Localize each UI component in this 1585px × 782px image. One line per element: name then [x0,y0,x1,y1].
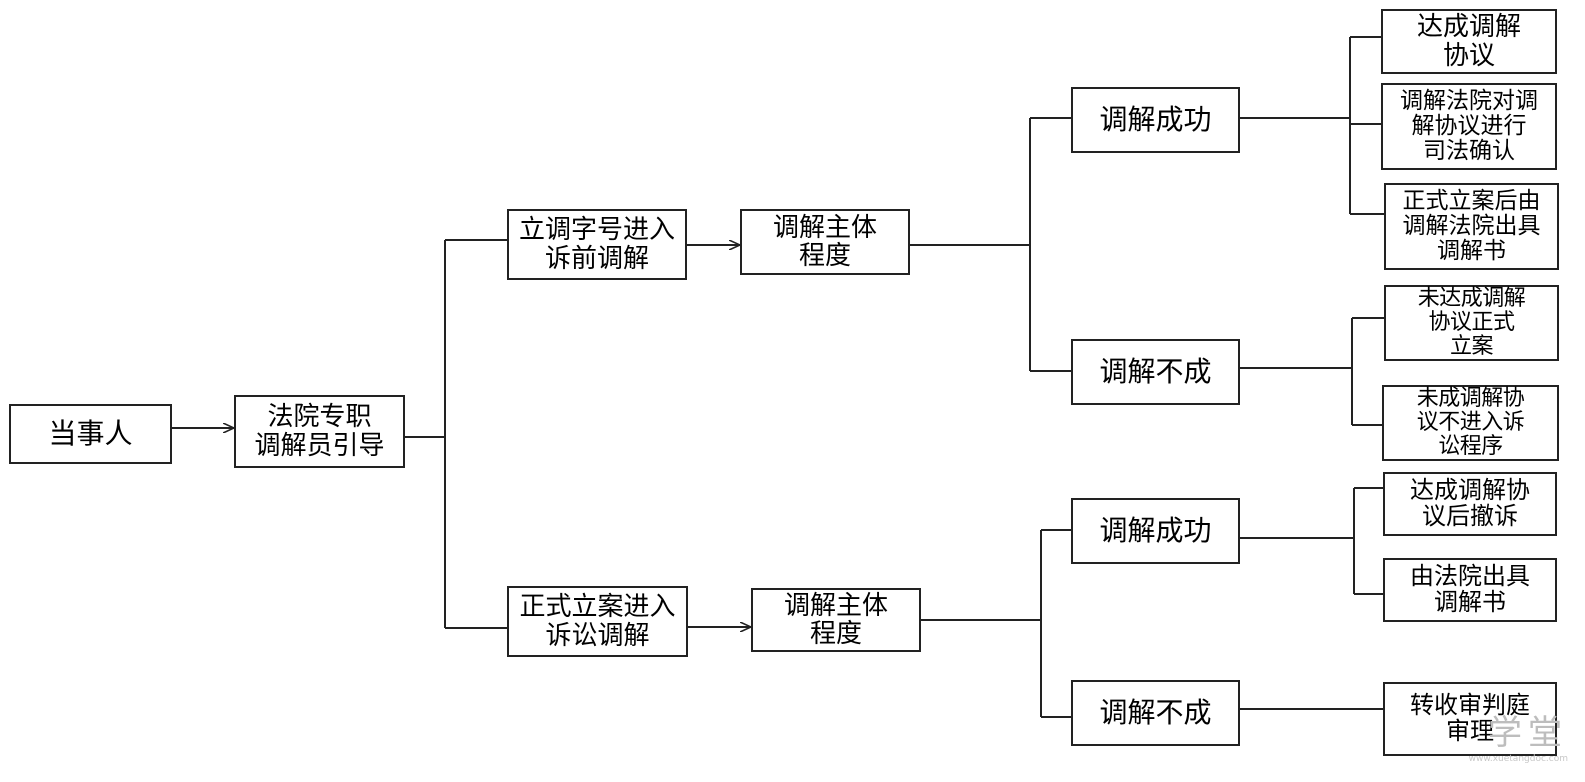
node-pre-s2-label: 调解法院对调 解协议进行 司法确认 [1400,88,1538,164]
node-lit-body: 调解主体 程度 [751,588,921,652]
node-pre-s3: 正式立案后由 调解法院出具 调解书 [1384,183,1559,270]
node-lit-s2: 由法院出具 调解书 [1383,558,1557,622]
node-pre-f1-label: 未达成调解 协议正式 立案 [1417,286,1526,359]
node-pre-fail: 调解不成 [1071,339,1240,405]
node-party-label: 当事人 [48,416,133,450]
node-pre-branch-label: 立调字号进入 诉前调解 [518,215,675,274]
node-pre-s1: 达成调解 协议 [1381,9,1557,74]
node-lit-success: 调解成功 [1071,498,1240,564]
node-pre-s1-label: 达成调解 协议 [1416,12,1521,71]
node-guide-label: 法院专职 调解员引导 [254,402,385,461]
node-pre-branch: 立调字号进入 诉前调解 [507,209,687,280]
node-lit-body-label: 调解主体 程度 [783,590,888,649]
node-pre-fail-label: 调解不成 [1099,354,1212,388]
node-pre-s3-label: 正式立案后由 调解法院出具 调解书 [1402,188,1541,264]
node-party: 当事人 [9,404,172,464]
node-pre-success: 调解成功 [1071,87,1240,153]
node-pre-f2: 未成调解协 议不进入诉 讼程序 [1382,385,1559,461]
node-pre-body: 调解主体 程度 [740,209,910,275]
node-lit-f1-label: 转收审判庭 审理 [1410,691,1530,745]
node-lit-s1: 达成调解协 议后撤诉 [1383,472,1557,536]
node-pre-f2-label: 未成调解协 议不进入诉 讼程序 [1416,386,1525,459]
node-lit-fail-label: 调解不成 [1099,695,1212,729]
node-lit-success-label: 调解成功 [1099,513,1212,547]
node-pre-body-label: 调解主体 程度 [772,212,877,271]
node-pre-s2: 调解法院对调 解协议进行 司法确认 [1381,83,1557,170]
node-lit-fail: 调解不成 [1071,680,1240,746]
node-pre-success-label: 调解成功 [1099,102,1212,136]
node-lit-branch: 正式立案进入 诉讼调解 [507,586,688,657]
node-guide: 法院专职 调解员引导 [234,395,405,468]
node-lit-s1-label: 达成调解协 议后撤诉 [1410,476,1530,530]
node-lit-s2-label: 由法院出具 调解书 [1410,562,1530,616]
node-lit-f1: 转收审判庭 审理 [1383,682,1557,756]
node-lit-branch-label: 正式立案进入 诉讼调解 [519,592,676,651]
node-pre-f1: 未达成调解 协议正式 立案 [1384,285,1559,361]
